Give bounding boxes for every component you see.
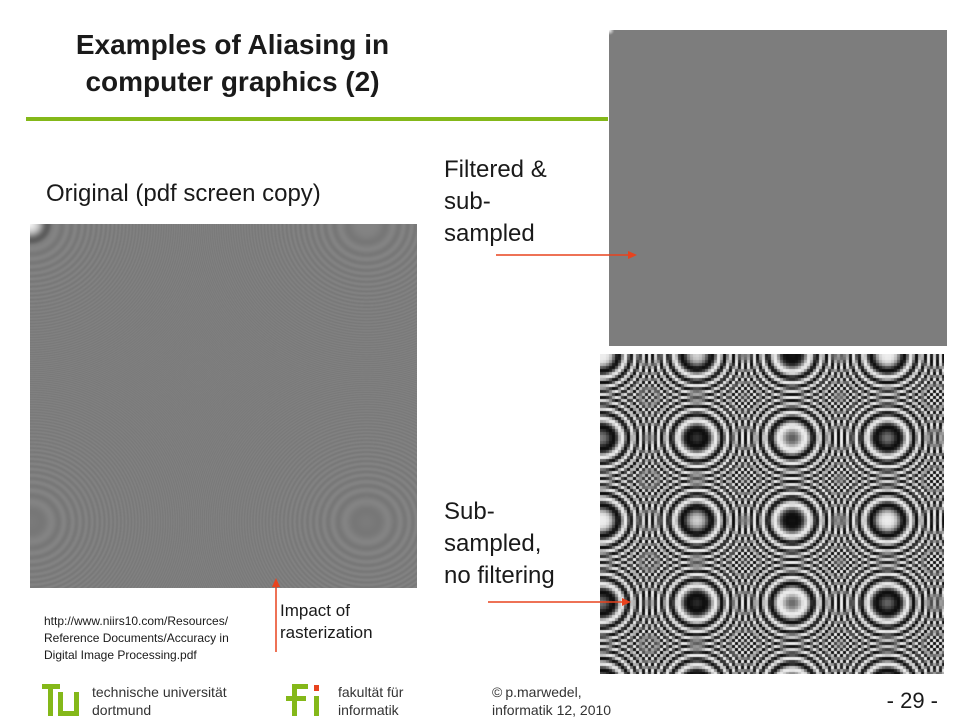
faculty-logo-icon [286, 684, 319, 716]
faculty-name: fakultät für informatik [338, 683, 403, 719]
source-citation-line-1: http://www.niirs10.com/Resources/ [44, 614, 229, 628]
zone-plate-aliased-image [600, 354, 944, 674]
impact-label-line-2: rasterization [280, 623, 373, 642]
faculty-name-line-2: informatik [338, 702, 399, 718]
impact-label-line-1: Impact of [280, 601, 350, 620]
source-citation-line-3: Digital Image Processing.pdf [44, 648, 197, 662]
subsampled-label-line-1: Sub- [444, 498, 495, 525]
university-name-line-2: dortmund [92, 702, 152, 718]
slide-title-line-1: Examples of Aliasing in [75, 29, 390, 60]
university-name: technische universität dortmund [92, 683, 227, 719]
zone-plate-filtered-image [609, 30, 947, 346]
source-citation-line-2: Reference Documents/Accuracy in [44, 631, 229, 645]
tu-dortmund-logo-icon [42, 684, 79, 716]
zone-plate-original-image [30, 224, 417, 588]
university-name-line-1: technische universität [92, 684, 227, 700]
author-credit-line-2: informatik 12, 2010 [492, 702, 612, 718]
faculty-name-line-1: fakultät für [338, 684, 404, 700]
source-citation: http://www.niirs10.com/Resources/ Refere… [44, 613, 229, 664]
arrow-to-rasterization [272, 578, 280, 652]
filtered-label-line-2: sub- [444, 188, 491, 215]
subsampled-label: Sub- sampled, no filtering [444, 496, 555, 592]
filtered-label-line-1: Filtered & [444, 156, 547, 183]
subsampled-label-line-3: no filtering [444, 562, 555, 589]
original-label: Original (pdf screen copy) [46, 180, 321, 207]
author-name: p.marwedel, [505, 684, 582, 700]
author-credit: ©p.marwedel, informatik 12, 2010 [492, 683, 611, 719]
page-number: - 29 - [886, 688, 938, 713]
author-credit-line-1: ©p.marwedel, [492, 683, 611, 701]
copyright-icon: © [492, 684, 503, 700]
impact-label: Impact of rasterization [280, 600, 373, 644]
title-underline [26, 117, 608, 121]
filtered-label-line-3: sampled [444, 220, 535, 247]
filtered-label: Filtered & sub- sampled [444, 154, 547, 250]
slide-title-line-2: computer graphics (2) [85, 66, 380, 97]
slide-title: Examples of Aliasing in computer graphic… [30, 26, 435, 100]
subsampled-label-line-2: sampled, [444, 530, 542, 557]
